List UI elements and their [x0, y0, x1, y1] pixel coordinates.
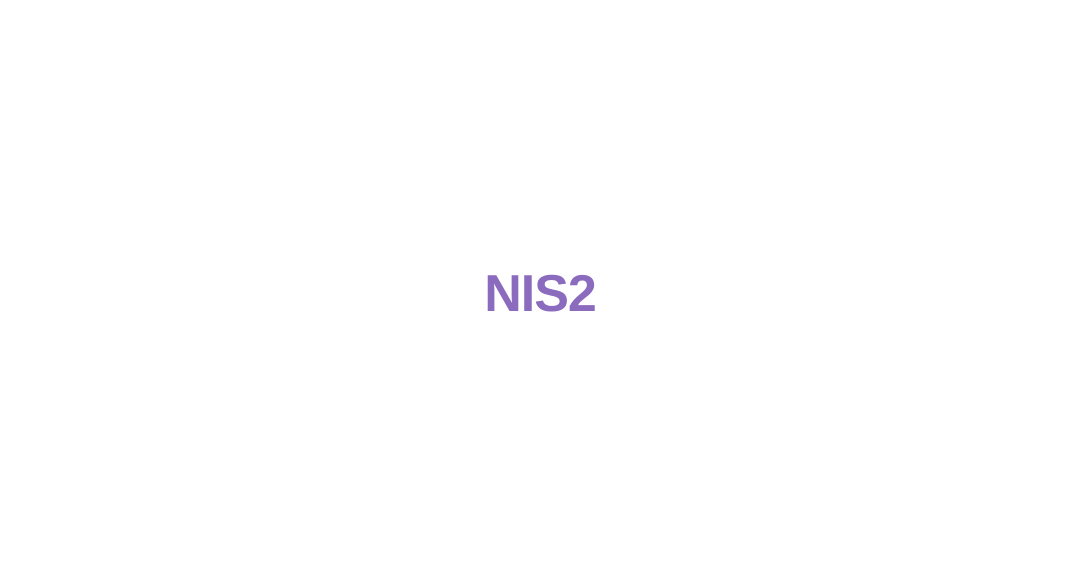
page-title: NIS2 [484, 265, 597, 323]
